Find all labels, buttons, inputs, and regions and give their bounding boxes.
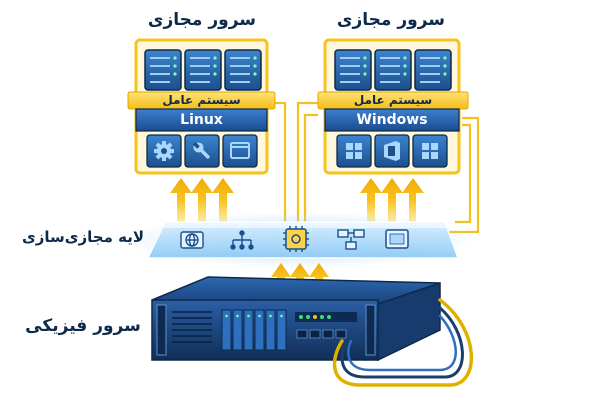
vm-title-windows: سرور مجازی xyxy=(336,10,445,30)
virtual-server-linux xyxy=(127,38,276,175)
arrows-to-linux xyxy=(170,178,234,232)
wrench-icon xyxy=(192,141,210,159)
windows-logo-icon xyxy=(422,143,438,159)
windows-logo-icon xyxy=(346,143,362,159)
os-name-linux: Linux xyxy=(180,112,223,128)
ports xyxy=(296,329,347,339)
vm-title-linux: سرور مجازی xyxy=(147,10,256,30)
physical-server-label: سرور فیزیکی xyxy=(25,316,141,336)
os-name-box xyxy=(135,108,268,132)
drive-bays xyxy=(221,309,287,351)
gear-icon xyxy=(154,141,174,161)
flowchart-icon xyxy=(337,229,365,250)
office-icon xyxy=(384,141,400,161)
rack-units xyxy=(144,49,262,91)
os-band-label-linux: سیستم عامل xyxy=(162,93,241,107)
cpu-chip-icon xyxy=(283,226,309,252)
tablet-icon xyxy=(385,229,409,249)
os-name-windows: Windows xyxy=(356,112,428,128)
network-tree-icon xyxy=(230,230,254,250)
app-tiles xyxy=(336,134,448,168)
vents xyxy=(172,311,212,343)
cables xyxy=(332,298,473,387)
status-leds xyxy=(295,312,357,322)
virtual-server-windows xyxy=(317,38,469,175)
physical-server xyxy=(151,276,473,387)
os-name-box xyxy=(324,108,460,132)
globe-icon xyxy=(180,231,204,249)
os-band-label-windows: سیستم عامل xyxy=(353,93,433,107)
rack-units xyxy=(334,49,452,91)
window-icon xyxy=(230,142,250,159)
virtualization-layer-label: لایه مجازی‌سازی xyxy=(22,228,144,246)
arrows-to-windows xyxy=(360,178,424,232)
virtualization-layer xyxy=(125,212,475,268)
